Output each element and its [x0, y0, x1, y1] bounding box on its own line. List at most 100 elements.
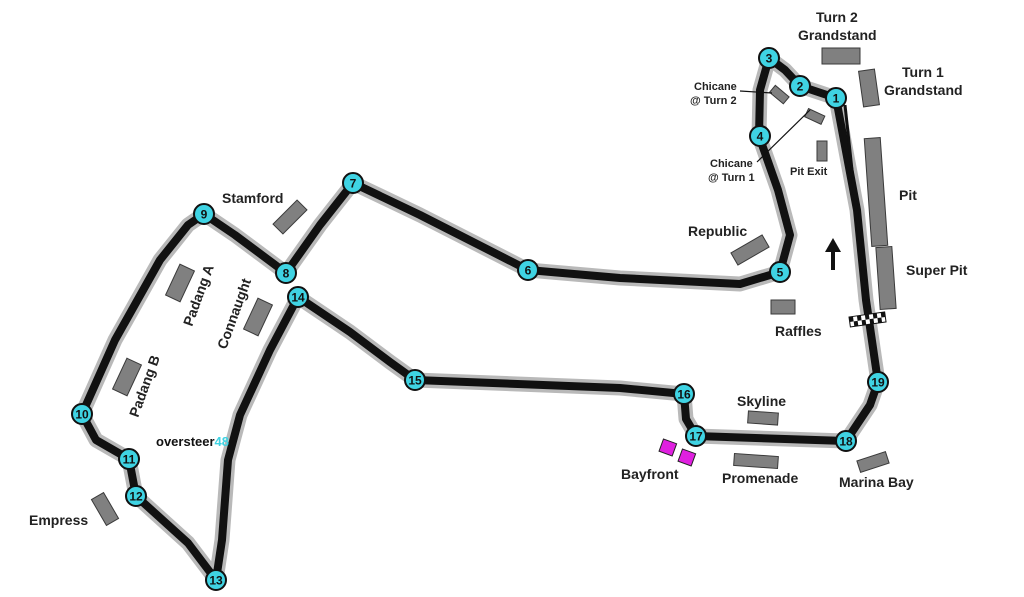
label-chicane-turn1-2: @ Turn 1 — [708, 172, 755, 184]
turn-marker-circle — [118, 448, 140, 470]
turn-number: 19 — [871, 376, 885, 390]
turn-number: 6 — [525, 264, 532, 278]
turn-number: 18 — [839, 435, 853, 449]
label-pit-exit: Pit Exit — [790, 166, 828, 178]
label-empress: Empress — [29, 512, 88, 528]
turn-marker-9: 9 — [193, 203, 215, 225]
turn-marker-circle — [673, 383, 695, 405]
turn-marker-circle — [758, 47, 780, 69]
turn-marker-circle — [835, 430, 857, 452]
turn-marker-circle — [769, 261, 791, 283]
label-pit: Pit — [899, 187, 917, 203]
turn-marker-10: 10 — [71, 403, 93, 425]
turn-marker-14: 14 — [287, 286, 309, 308]
label-promenade: Promenade — [722, 470, 798, 486]
label-chicane-turn1-1: Chicane — [710, 158, 753, 170]
turn-number: 3 — [766, 52, 773, 66]
stand-marina-bay — [856, 451, 890, 473]
turn-marker-6: 6 — [517, 259, 539, 281]
label-stamford: Stamford — [222, 190, 283, 206]
turn-marker-15: 15 — [404, 369, 426, 391]
label-chicane-turn2-1: Chicane — [694, 81, 737, 93]
checkered-flag-icon — [848, 311, 887, 328]
stand-chicane-turn2 — [768, 84, 790, 105]
stand-pit-exit — [816, 140, 828, 162]
turn-marker-3: 3 — [758, 47, 780, 69]
label-republic: Republic — [688, 223, 747, 239]
callout-lines — [739, 90, 811, 163]
stand-connaught — [242, 297, 274, 337]
label-bayfront: Bayfront — [621, 466, 679, 482]
label-super-pit: Super Pit — [906, 262, 968, 278]
stand-pit — [863, 137, 889, 247]
stand-stamford — [272, 199, 308, 235]
stand-skyline — [747, 410, 779, 426]
label-turn1-grandstand-1: Turn 1 — [902, 64, 944, 80]
turn-marker-circle — [287, 286, 309, 308]
turn-marker-circle — [789, 75, 811, 97]
turn-number: 8 — [283, 267, 290, 281]
stand-empress — [90, 491, 120, 527]
arrow-up-icon — [825, 238, 841, 270]
brand-logo: oversteer48 — [156, 434, 229, 449]
turn-marker-18: 18 — [835, 430, 857, 452]
brand-name: oversteer — [156, 434, 215, 449]
turn-marker-5: 5 — [769, 261, 791, 283]
bayfront-marker-a — [658, 438, 678, 457]
turn-marker-7: 7 — [342, 172, 364, 194]
turn-marker-circle — [125, 485, 147, 507]
stand-chicane-turn1 — [804, 107, 826, 125]
stand-republic — [730, 234, 770, 266]
label-raffles: Raffles — [775, 323, 822, 339]
stand-turn2-grandstand — [821, 47, 861, 65]
turn-marker-1: 1 — [825, 87, 847, 109]
track-line — [78, 54, 882, 584]
turn-marker-circle — [517, 259, 539, 281]
label-skyline: Skyline — [737, 393, 786, 409]
pit-lane — [843, 104, 868, 301]
map-labels: Turn 2 Grandstand Turn 1 Grandstand Chic… — [29, 9, 968, 528]
label-turn2-grandstand-1: Turn 2 — [816, 9, 858, 25]
turn-marker-circle — [867, 371, 889, 393]
bayfront-marker-b — [677, 448, 697, 467]
turn-marker-circle — [342, 172, 364, 194]
turn-marker-circle — [685, 425, 707, 447]
label-marina-bay: Marina Bay — [839, 474, 914, 490]
turn-marker-17: 17 — [685, 425, 707, 447]
label-chicane-turn2-2: @ Turn 2 — [690, 95, 737, 107]
turn-marker-8: 8 — [275, 262, 297, 284]
turn-marker-13: 13 — [205, 569, 227, 591]
turn-number: 2 — [797, 80, 804, 94]
turn-number: 12 — [129, 490, 143, 504]
turn-number: 9 — [201, 208, 208, 222]
stand-promenade — [733, 452, 779, 470]
turn-number: 11 — [123, 453, 136, 467]
turn-marker-circle — [193, 203, 215, 225]
turn-marker-19: 19 — [867, 371, 889, 393]
brand-number: 48 — [215, 434, 229, 449]
turn-number: 4 — [757, 130, 764, 144]
turn-marker-12: 12 — [125, 485, 147, 507]
stand-padang-a — [164, 263, 196, 303]
label-turn2-grandstand-2: Grandstand — [798, 27, 877, 43]
stand-super-pit — [875, 245, 897, 311]
turn-number: 1 — [833, 92, 840, 106]
label-connaught: Connaught — [214, 276, 254, 351]
turn-marker-16: 16 — [673, 383, 695, 405]
stand-turn1-grandstand — [858, 68, 880, 108]
turn-marker-circle — [205, 569, 227, 591]
turn-marker-4: 4 — [749, 125, 771, 147]
turn-number: 14 — [291, 291, 305, 305]
turn-marker-circle — [749, 125, 771, 147]
turn-marker-2: 2 — [789, 75, 811, 97]
grandstands — [90, 47, 897, 527]
turn-number: 17 — [689, 430, 703, 444]
turn-marker-circle — [71, 403, 93, 425]
turn-marker-circle — [275, 262, 297, 284]
stand-padang-b — [111, 357, 143, 397]
turn-marker-circle — [404, 369, 426, 391]
track — [74, 50, 886, 588]
turn-marker-circle — [825, 87, 847, 109]
turn-number: 16 — [677, 388, 691, 402]
